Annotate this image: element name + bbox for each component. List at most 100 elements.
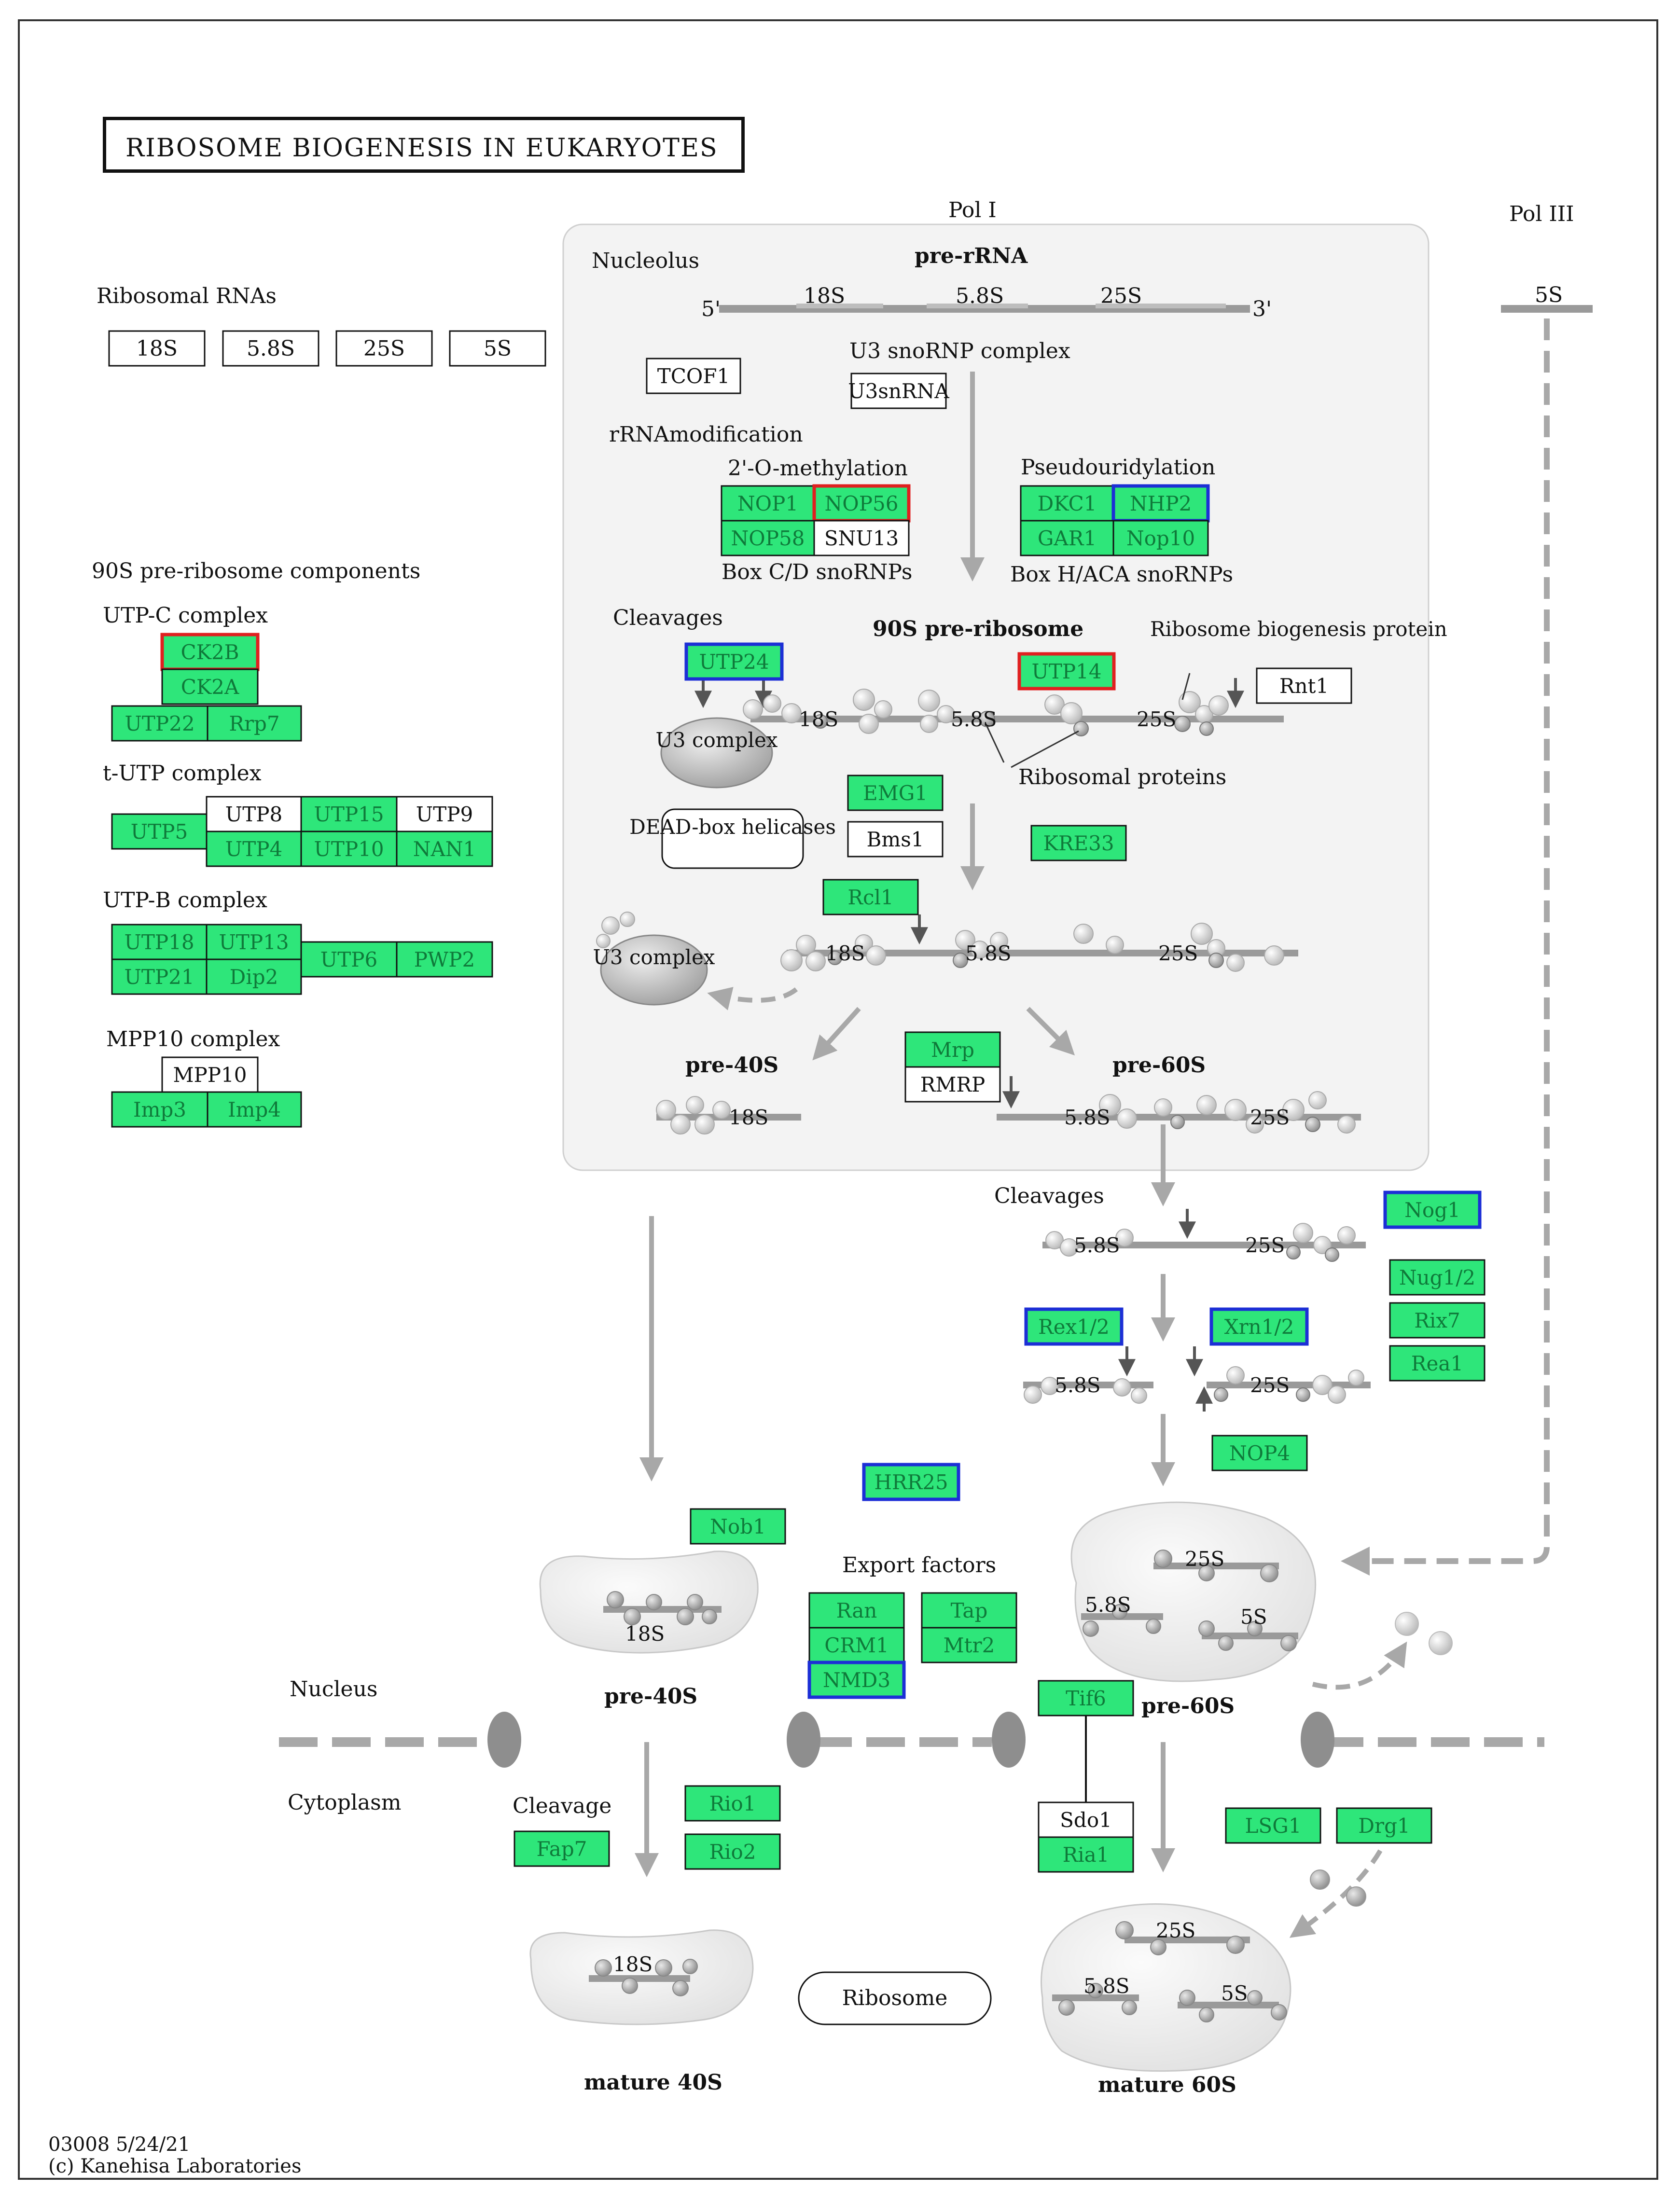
gene-box-nop58[interactable]: NOP58 xyxy=(721,520,815,556)
rrna-box-25s[interactable] xyxy=(335,330,433,367)
gene-box-rect[interactable] xyxy=(161,1056,259,1093)
rrna-box-5-8s[interactable] xyxy=(222,330,319,367)
gene-box-utp15[interactable]: UTP15 xyxy=(300,796,398,832)
gene-box-tap[interactable]: Tap xyxy=(921,1592,1017,1629)
gene-box-rect[interactable] xyxy=(690,1508,786,1545)
gene-box-utp14[interactable]: UTP14 xyxy=(1017,652,1116,691)
gene-box-rect[interactable] xyxy=(161,668,259,705)
gene-box-nop10[interactable]: Nop10 xyxy=(1112,520,1209,556)
gene-box-emg1[interactable]: EMG1 xyxy=(847,775,944,811)
gene-box-hrr25[interactable]: HRR25 xyxy=(862,1463,960,1501)
gene-box-tif6[interactable]: Tif6 xyxy=(1038,1680,1134,1717)
gene-box-utp22[interactable]: UTP22 xyxy=(111,705,208,742)
gene-box-fap7[interactable]: Fap7 xyxy=(514,1830,610,1867)
gene-box-rect[interactable] xyxy=(1389,1345,1486,1382)
gene-box-rect[interactable] xyxy=(111,813,208,850)
gene-box-rect[interactable] xyxy=(808,1592,905,1629)
gene-box-rea1[interactable]: Rea1 xyxy=(1389,1345,1486,1382)
rrna-box-5s[interactable] xyxy=(449,330,546,367)
gene-box-nan1[interactable]: NAN1 xyxy=(396,831,493,867)
gene-box-nob1[interactable]: Nob1 xyxy=(690,1508,786,1545)
gene-box-rect[interactable] xyxy=(847,775,944,811)
gene-box-rect[interactable] xyxy=(396,941,493,978)
gene-box-ran[interactable]: Ran xyxy=(808,1592,905,1629)
gene-box-rect[interactable] xyxy=(1024,1307,1124,1346)
gene-box-rect[interactable] xyxy=(1020,520,1114,556)
gene-box-rect[interactable] xyxy=(904,1031,1001,1068)
gene-box-utp13[interactable]: UTP13 xyxy=(206,924,302,960)
gene-box-rect[interactable] xyxy=(1225,1807,1321,1844)
gene-box-rect[interactable] xyxy=(807,1661,906,1699)
gene-box-nop4[interactable]: NOP4 xyxy=(1211,1435,1308,1471)
gene-box-imp3[interactable]: Imp3 xyxy=(111,1091,208,1128)
gene-box-nog1[interactable]: Nog1 xyxy=(1383,1190,1482,1229)
gene-box-rect[interactable] xyxy=(206,831,302,867)
gene-box-ck2b[interactable]: CK2B xyxy=(160,633,260,671)
gene-box-rect[interactable] xyxy=(822,879,919,915)
gene-box-nug1-2[interactable]: Nug1/2 xyxy=(1389,1259,1486,1296)
gene-box-rect[interactable] xyxy=(684,642,784,681)
gene-box-nmd3[interactable]: NMD3 xyxy=(807,1661,906,1699)
gene-box-dip2[interactable]: Dip2 xyxy=(206,958,302,995)
gene-box-snu13[interactable]: SNU13 xyxy=(813,520,910,556)
gene-box-mtr2[interactable]: Mtr2 xyxy=(921,1627,1017,1663)
gene-box-rect[interactable] xyxy=(646,358,741,394)
gene-box-kre33[interactable]: KRE33 xyxy=(1030,825,1127,861)
gene-box-rect[interactable] xyxy=(1112,520,1209,556)
gene-box-rect[interactable] xyxy=(904,1066,1001,1103)
gene-box-imp4[interactable]: Imp4 xyxy=(207,1091,302,1128)
gene-box-sdo1[interactable]: Sdo1 xyxy=(1038,1801,1134,1838)
gene-box-rnt1[interactable]: Rnt1 xyxy=(1256,667,1352,704)
gene-box-utp4[interactable]: UTP4 xyxy=(206,831,302,867)
gene-box-rect[interactable] xyxy=(1336,1807,1432,1844)
gene-box-rect[interactable] xyxy=(862,1463,960,1501)
gene-box-rect[interactable] xyxy=(1038,1680,1134,1717)
gene-box-utp21[interactable]: UTP21 xyxy=(111,958,208,995)
gene-box-rect[interactable] xyxy=(847,821,944,858)
gene-box-gar1[interactable]: GAR1 xyxy=(1020,520,1114,556)
gene-box-mrp[interactable]: Mrp xyxy=(904,1031,1001,1068)
gene-box-rect[interactable] xyxy=(684,1785,781,1822)
gene-box-utp6[interactable]: UTP6 xyxy=(300,941,398,978)
gene-box-rect[interactable] xyxy=(300,831,398,867)
gene-box-pwp2[interactable]: PWP2 xyxy=(396,941,493,978)
gene-box-u3snrna[interactable]: U3snRNA xyxy=(848,373,949,409)
gene-box-rect[interactable] xyxy=(1389,1259,1486,1296)
gene-box-rect[interactable] xyxy=(396,796,493,832)
gene-box-rect[interactable] xyxy=(684,1833,781,1870)
gene-box-utp8[interactable]: UTP8 xyxy=(206,796,302,832)
gene-box-rcl1[interactable]: Rcl1 xyxy=(822,879,919,915)
gene-box-rect[interactable] xyxy=(1030,825,1127,861)
gene-box-nhp2[interactable]: NHP2 xyxy=(1111,484,1210,523)
gene-box-rect[interactable] xyxy=(207,1091,302,1128)
gene-box-rect[interactable] xyxy=(850,373,947,409)
gene-box-ck2a[interactable]: CK2A xyxy=(161,668,259,705)
gene-box-rect[interactable] xyxy=(207,705,302,742)
gene-box-tcof1[interactable]: TCOF1 xyxy=(646,358,741,394)
gene-box-utp10[interactable]: UTP10 xyxy=(300,831,398,867)
gene-box-utp5[interactable]: UTP5 xyxy=(111,813,208,850)
gene-box-rect[interactable] xyxy=(1038,1801,1134,1838)
gene-box-rect[interactable] xyxy=(160,633,260,671)
gene-box-rect[interactable] xyxy=(812,484,911,523)
gene-box-rect[interactable] xyxy=(514,1830,610,1867)
gene-box-rect[interactable] xyxy=(921,1627,1017,1663)
gene-box-rect[interactable] xyxy=(1020,485,1114,522)
gene-box-dkc1[interactable]: DKC1 xyxy=(1020,485,1114,522)
gene-box-utp18[interactable]: UTP18 xyxy=(111,924,208,960)
gene-box-xrn1-2[interactable]: Xrn1/2 xyxy=(1209,1307,1309,1346)
gene-box-rect[interactable] xyxy=(1211,1435,1308,1471)
gene-box-rrp7[interactable]: Rrp7 xyxy=(207,705,302,742)
gene-box-rect[interactable] xyxy=(1209,1307,1309,1346)
gene-box-rect[interactable] xyxy=(1017,652,1116,691)
gene-box-rect[interactable] xyxy=(813,520,910,556)
gene-box-rix7[interactable]: Rix7 xyxy=(1389,1302,1486,1339)
gene-box-bms1[interactable]: Bms1 xyxy=(847,821,944,858)
gene-box-rex1-2[interactable]: Rex1/2 xyxy=(1024,1307,1124,1346)
rrna-box-18s[interactable] xyxy=(108,330,206,367)
gene-box-rect[interactable] xyxy=(1111,484,1210,523)
gene-box-rect[interactable] xyxy=(206,958,302,995)
gene-box-rect[interactable] xyxy=(1383,1190,1482,1229)
gene-box-drg1[interactable]: Drg1 xyxy=(1336,1807,1432,1844)
gene-box-lsg1[interactable]: LSG1 xyxy=(1225,1807,1321,1844)
